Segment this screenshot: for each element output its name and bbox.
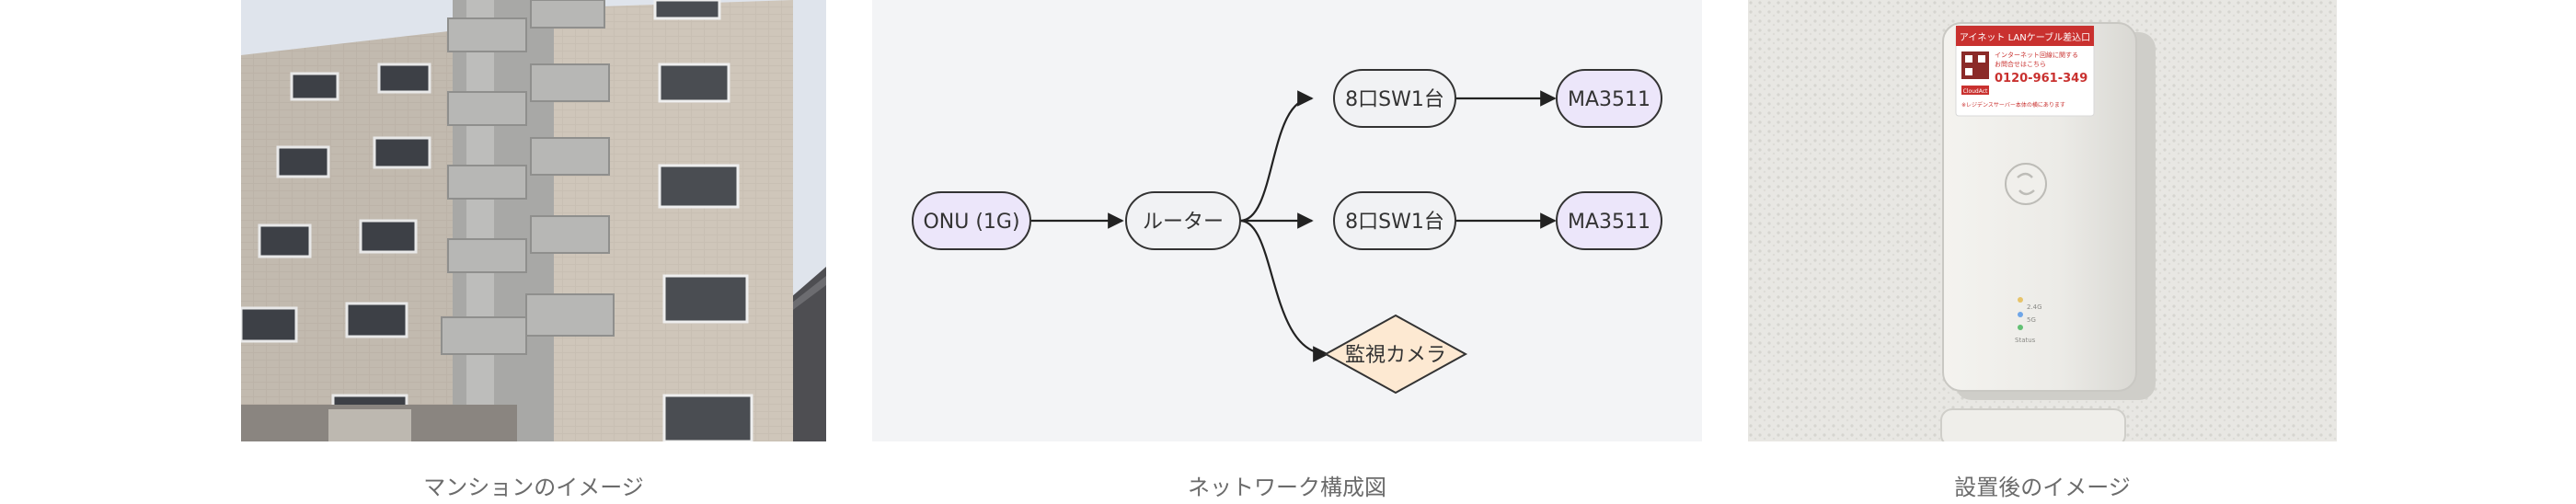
node-switch-mid: 8口SW1台 [1333, 191, 1456, 250]
svg-text:Status: Status [2015, 337, 2036, 344]
svg-text:CloudAct: CloudAct [1963, 88, 1988, 95]
node-camera: 監視カメラ [1323, 314, 1468, 395]
svg-text:監視カメラ: 監視カメラ [1345, 344, 1446, 367]
svg-text:0120-961-349: 0120-961-349 [1995, 72, 2087, 86]
svg-text:ONU (1G): ONU (1G) [923, 211, 1019, 234]
device-status-leds: 2.4G 5G Status [2015, 297, 2042, 344]
svg-text:※レジデンスサーバー本体の横にあります: ※レジデンスサーバー本体の横にあります [1961, 101, 2065, 109]
node-ma-top: MA3511 [1556, 69, 1662, 128]
svg-text:お問合せはこちら: お問合せはこちら [1995, 60, 2046, 68]
installed-device-image: アイネット LANケーブル差込口 インターネット回線に関する お問合せはこちら … [1748, 0, 2337, 441]
network-diagram: ONU (1G) ルーター 8口SW1台 8口SW1台 MA3511 [872, 0, 1702, 441]
node-ma-mid: MA3511 [1556, 191, 1662, 250]
node-onu: ONU (1G) [912, 191, 1031, 250]
led-2g-icon [2018, 297, 2023, 303]
svg-text:8口SW1台: 8口SW1台 [1345, 211, 1444, 234]
device-logo-icon [2005, 163, 2047, 205]
svg-text:2.4G: 2.4G [2027, 304, 2042, 311]
node-switch-top: 8口SW1台 [1333, 69, 1456, 128]
building-illustration [241, 0, 826, 441]
edge-router-switch-top [1239, 90, 1314, 223]
edge-router-camera [1239, 219, 1329, 362]
building-caption: マンションのイメージ [423, 475, 644, 500]
svg-text:インターネット回線に関する: インターネット回線に関する [1995, 51, 2078, 59]
node-router: ルーター [1125, 191, 1241, 250]
device-illustration: アイネット LANケーブル差込口 インターネット回線に関する お問合せはこちら … [1748, 0, 2337, 441]
led-status-icon [2018, 325, 2023, 330]
building-image [241, 0, 826, 441]
svg-text:アイネット LANケーブル差込口: アイネット LANケーブル差込口 [1960, 31, 2090, 43]
svg-text:MA3511: MA3511 [1568, 88, 1650, 111]
svg-text:MA3511: MA3511 [1568, 211, 1650, 234]
svg-text:5G: 5G [2027, 316, 2036, 324]
svg-text:8口SW1台: 8口SW1台 [1345, 88, 1444, 111]
device-label-sticker: アイネット LANケーブル差込口 インターネット回線に関する お問合せはこちら … [1955, 25, 2095, 117]
led-5g-icon [2018, 312, 2023, 317]
network-caption: ネットワーク構成図 [1188, 475, 1386, 500]
installed-caption: 設置後のイメージ [1954, 475, 2131, 500]
network-diagram-svg: ONU (1G) ルーター 8口SW1台 8口SW1台 MA3511 [912, 69, 1662, 395]
svg-text:ルーター: ルーター [1143, 211, 1224, 234]
